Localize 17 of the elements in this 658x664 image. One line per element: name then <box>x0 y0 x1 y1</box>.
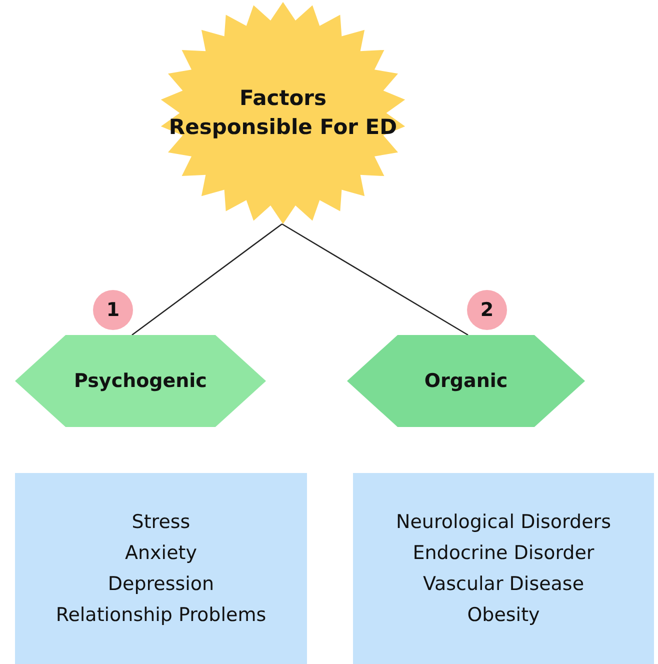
list-item: Depression <box>108 572 214 596</box>
number-badge: 2 <box>467 290 507 330</box>
category-label: Psychogenic <box>74 368 207 394</box>
number-badge: 1 <box>93 290 133 330</box>
list-item: Neurological Disorders <box>396 510 611 534</box>
title-text: Factors Responsible For ED <box>168 85 398 141</box>
connector-line <box>282 223 468 336</box>
list-item: Anxiety <box>125 540 197 566</box>
list-item: Obesity <box>467 602 540 628</box>
list-item: Stress <box>132 510 190 534</box>
list-item: Relationship Problems <box>56 602 266 628</box>
list-item: Vascular Disease <box>422 572 584 596</box>
category-label: Organic <box>424 368 508 394</box>
list-panel <box>353 473 654 664</box>
connector-line <box>132 223 282 336</box>
list-item: Endocrine Disorder <box>412 540 594 566</box>
list-panel <box>15 473 307 664</box>
